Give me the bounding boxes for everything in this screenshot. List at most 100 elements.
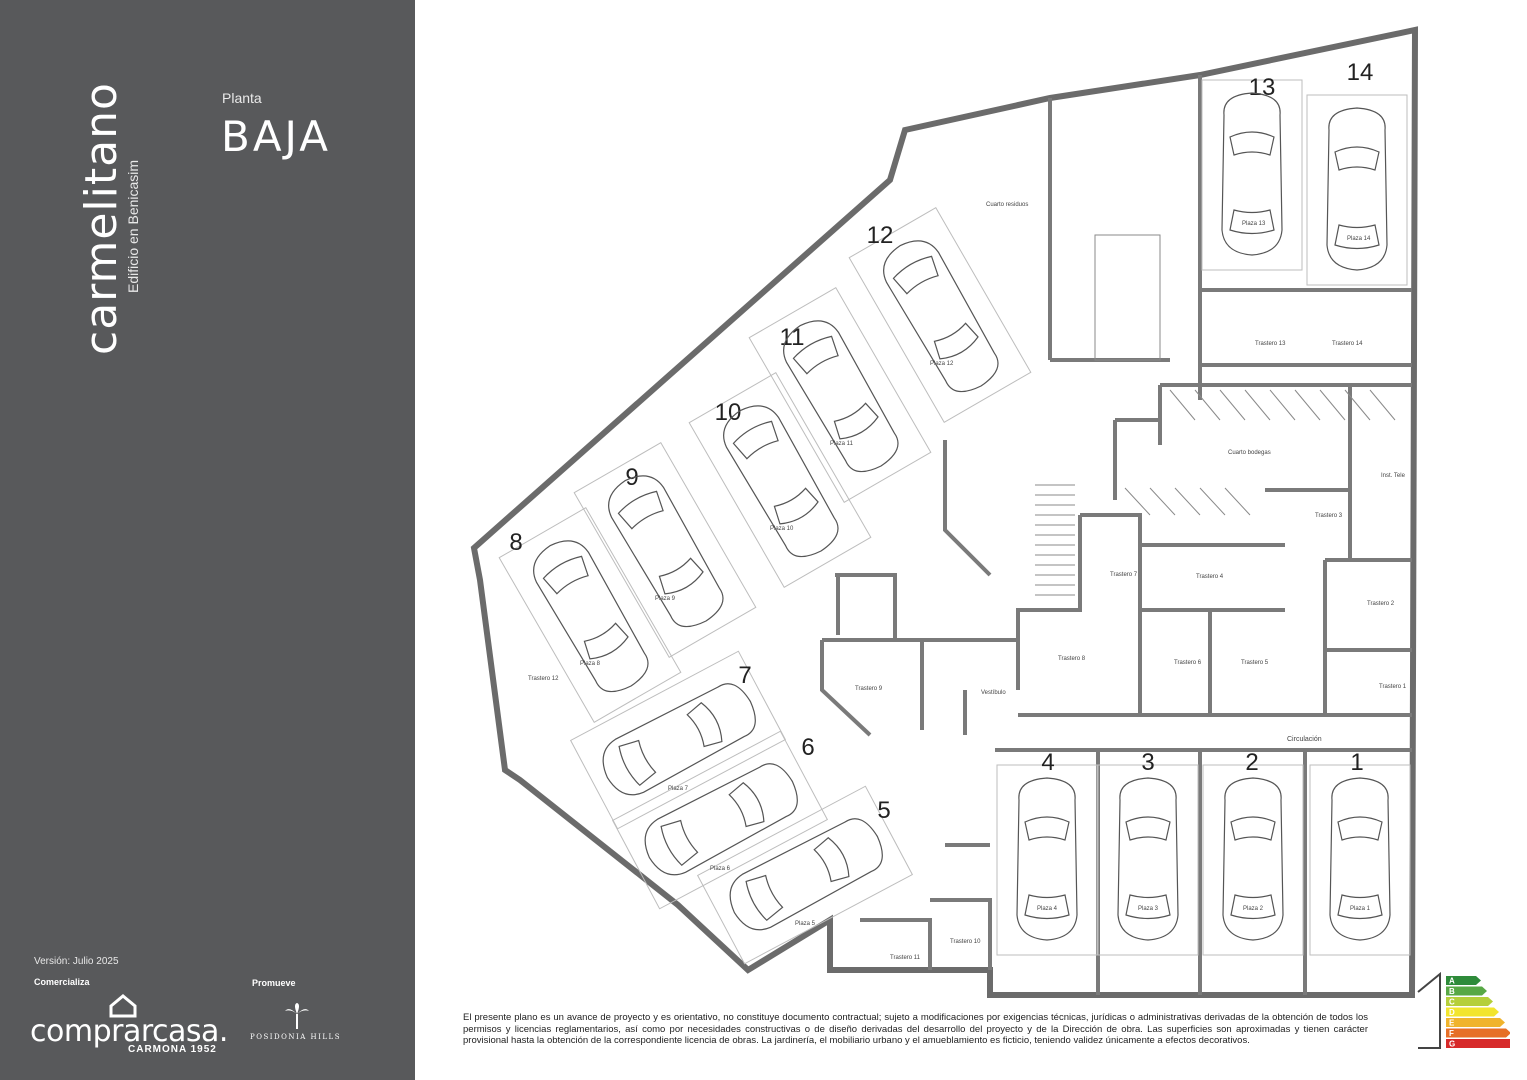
energy-class-label: D	[1449, 1008, 1455, 1017]
parking-spot-number: 8	[509, 529, 522, 556]
parking-spot-label: Plaza 5	[795, 921, 816, 927]
car-icon	[644, 763, 798, 876]
energy-bar	[1446, 986, 1487, 996]
house-logo-icon	[109, 994, 137, 1018]
room-label-vestibulo: Vestíbulo	[981, 690, 1006, 696]
car-drawings	[533, 92, 1391, 941]
room-label-trastero-2: Trastero 2	[1367, 601, 1395, 607]
room-label-trastero-4: Trastero 4	[1196, 574, 1224, 580]
parking-spot-outline	[1306, 94, 1408, 286]
room-label-trastero-8: Trastero 8	[1058, 656, 1086, 662]
energy-bar	[1446, 1007, 1499, 1017]
parking-spot-outline	[569, 650, 787, 830]
parking-spot-outline	[696, 785, 914, 965]
brand-name: carmelitano	[76, 82, 127, 355]
parking-spot-label: Plaza 2	[1243, 906, 1264, 912]
parking-spot-number: 12	[867, 222, 894, 249]
car-icon	[723, 405, 839, 558]
parking-spot-outline	[1097, 764, 1199, 956]
room-label-trastero-7: Trastero 7	[1110, 572, 1138, 578]
room-label-trastero-6: Trastero 6	[1174, 660, 1202, 666]
parking-spot-label: Plaza 12	[930, 361, 954, 367]
energy-class-label: A	[1449, 977, 1455, 986]
energy-bar	[1446, 997, 1493, 1006]
parking-spot-outline	[688, 372, 872, 588]
car-icon	[783, 320, 899, 473]
parking-spot-label: Plaza 3	[1138, 906, 1159, 912]
parking-spot-number: 14	[1347, 59, 1374, 86]
parking-spot-label: Plaza 8	[580, 661, 601, 667]
car-icon	[883, 240, 999, 393]
interior-walls	[820, 75, 1412, 995]
room-label-trastero-1: Trastero 1	[1379, 684, 1407, 690]
parking-spot-outline	[573, 442, 757, 658]
room-label-trastero-9: Trastero 9	[855, 686, 883, 692]
car-icon	[602, 683, 756, 796]
room-labels: Circulación Vestíbulo Cuarto bodegas Cua…	[528, 202, 1407, 961]
energy-class-label: B	[1449, 987, 1455, 996]
room-label-trastero-10: Trastero 10	[950, 939, 981, 945]
car-icon	[1329, 777, 1391, 941]
parking-spot-outline	[1309, 764, 1411, 956]
car-icon	[533, 540, 649, 693]
floor-label: Planta	[222, 90, 262, 106]
energy-class-label: G	[1449, 1040, 1455, 1049]
energy-bar	[1446, 1028, 1510, 1038]
floor-name: BAJA	[221, 112, 331, 161]
car-icon	[1221, 92, 1283, 256]
parking-spot-label: Plaza 6	[710, 866, 731, 872]
parking-spot-outline	[1202, 764, 1304, 956]
parking-spot-label: Plaza 11	[830, 441, 854, 447]
parking-spot-outline	[748, 287, 932, 503]
parking-spot-number: 4	[1041, 749, 1054, 776]
parking-spot-number: 7	[738, 662, 751, 689]
energy-class-label: E	[1449, 1019, 1455, 1028]
energy-bar	[1446, 1039, 1510, 1048]
energy-class-label: C	[1449, 998, 1455, 1007]
palm-tree-icon	[285, 1003, 309, 1029]
brand-block: carmelitano Edificio en Benicasim	[76, 82, 141, 355]
stair-hatch	[1035, 234, 1396, 596]
room-label-residuos: Cuarto residuos	[986, 202, 1028, 208]
energy-bar	[1446, 976, 1481, 985]
parking-spot-number: 3	[1141, 749, 1154, 776]
energy-class-label: F	[1449, 1029, 1454, 1038]
parking-spot-number: 6	[801, 734, 814, 761]
sidebar-panel: carmelitano Edificio en Benicasim Planta…	[0, 0, 415, 1080]
room-label-trastero-3: Trastero 3	[1315, 513, 1343, 519]
energy-bar	[1446, 1018, 1505, 1027]
parking-spot-outline	[611, 730, 829, 910]
parking-spot-number: 5	[877, 797, 890, 824]
parking-spot-outline	[848, 207, 1032, 423]
agency-logo-subtext: CARMONA 1952	[128, 1044, 217, 1055]
room-label-instalaciones: Inst. Tele	[1381, 473, 1406, 479]
parking-spot-number: 1	[1350, 749, 1363, 776]
parking-spot-label: Plaza 13	[1242, 221, 1266, 227]
agency-logo-text: comprarcasa.	[30, 1014, 228, 1049]
room-label-circulacion: Circulación	[1287, 736, 1322, 743]
car-icon	[1117, 777, 1179, 941]
parking-spot-outline	[498, 507, 682, 723]
promoter-label: Promueve	[252, 978, 296, 988]
sold-by-label: Comercializa	[34, 977, 90, 987]
promoter-logo-text: POSIDONIA HILLS	[250, 1033, 341, 1041]
parking-spot-number: 2	[1245, 749, 1258, 776]
parking-spot-outline	[1201, 79, 1303, 271]
room-label-bodegas: Cuarto bodegas	[1228, 450, 1271, 456]
parking-spot-label: Plaza 4	[1037, 906, 1058, 912]
parking-spot-label: Plaza 1	[1350, 906, 1371, 912]
parking-spot-number: 13	[1249, 74, 1276, 101]
room-label-trastero-5: Trastero 5	[1241, 660, 1269, 666]
legal-disclaimer: El presente plano es un avance de proyec…	[463, 1012, 1368, 1046]
brand-subtitle: Edificio en Benicasim	[125, 159, 141, 293]
car-icon	[1222, 777, 1284, 941]
version-text: Versión: Julio 2025	[34, 956, 119, 967]
parking-spot-outline	[996, 764, 1098, 956]
car-icon	[608, 475, 724, 628]
room-label-trastero-11: Trastero 11	[890, 955, 921, 961]
parking-spot-label: Plaza 9	[655, 596, 676, 602]
